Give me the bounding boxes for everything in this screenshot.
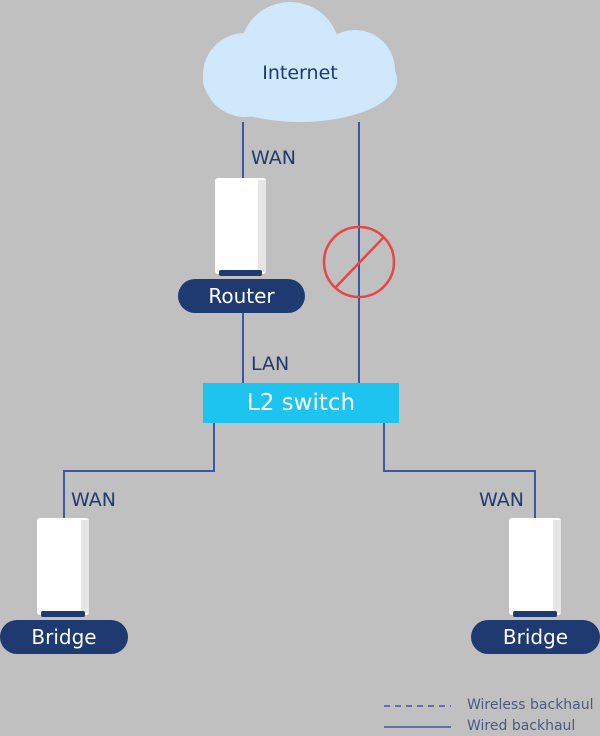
wired-links	[63, 122, 536, 520]
bridge-left-device-icon	[37, 518, 89, 617]
legend-wired-label: Wired backhaul	[467, 718, 576, 734]
router-device-icon	[215, 178, 266, 276]
switch-left-bridge-link	[63, 423, 215, 520]
router-lan-label: LAN	[251, 353, 290, 375]
left-bridge-wan-label: WAN	[71, 489, 116, 511]
bridge-right-device-icon	[509, 518, 561, 617]
router-wan-label: WAN	[251, 147, 296, 169]
router-label: Router	[178, 279, 305, 313]
internet-label: Internet	[262, 62, 338, 84]
bridge-left-label: Bridge	[0, 620, 128, 654]
right-bridge-wan-label: WAN	[479, 489, 524, 511]
bridge-right-label: Bridge	[471, 620, 600, 654]
legend-wireless-label: Wireless backhaul	[467, 697, 594, 713]
forbidden-icon	[322, 225, 396, 299]
switch-right-bridge-link	[383, 423, 536, 520]
internet-cloud	[203, 2, 397, 122]
l2-switch: L2 switch	[203, 383, 399, 423]
